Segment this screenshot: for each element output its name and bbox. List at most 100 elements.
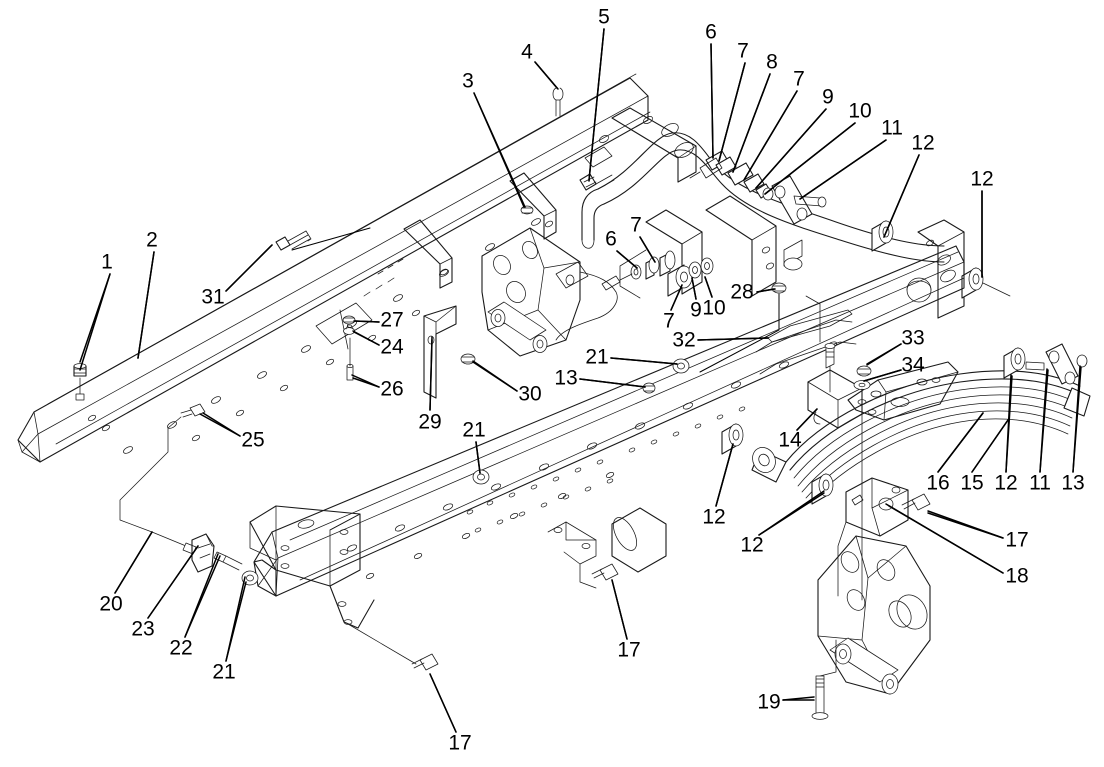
- axle-housing-body: [619, 195, 803, 299]
- leader-line-17: [927, 512, 1004, 539]
- leader-line-9: [755, 108, 827, 189]
- callout-27: 27: [380, 308, 404, 332]
- leader-line-5: [588, 28, 605, 182]
- part-21-washers: [225, 357, 690, 662]
- callout-1: 1: [101, 250, 113, 274]
- leader-line-11: [799, 139, 887, 200]
- callout-24: 24: [380, 335, 404, 359]
- leader-line-14: [796, 408, 818, 431]
- leader-line-22: [184, 553, 219, 638]
- callout-5: 5: [598, 5, 610, 29]
- leader-line-6: [616, 250, 638, 269]
- callout-16: 16: [926, 471, 950, 495]
- leader-line-24: [352, 330, 380, 346]
- callout-22: 22: [169, 636, 193, 660]
- callout-7: 7: [630, 213, 642, 237]
- part-12-bushings-spring: [715, 347, 1026, 536]
- callout-29: 29: [418, 410, 442, 434]
- callout-25: 25: [241, 428, 265, 452]
- leader-line-34: [863, 369, 902, 382]
- part-29-bracket: [423, 305, 457, 411]
- callout-31: 31: [201, 285, 225, 309]
- leader-line-4: [534, 61, 559, 90]
- callout-13: 13: [1061, 471, 1085, 495]
- leader-line-25: [199, 413, 241, 437]
- callout-13: 13: [554, 366, 578, 390]
- leader-line-33: [866, 343, 902, 365]
- callout-6: 6: [705, 20, 717, 44]
- leader-line-27: [353, 320, 380, 323]
- leader-line-17: [429, 673, 457, 733]
- leader-line-12: [883, 154, 920, 238]
- callout-23: 23: [131, 617, 155, 641]
- part-17-bolt-lower-left: [347, 623, 457, 733]
- leader-line-7: [639, 236, 656, 263]
- callout-12: 12: [994, 471, 1018, 495]
- leader-line-10: [704, 276, 713, 298]
- center-cylinder-shock: [547, 507, 667, 640]
- leader-line-21: [225, 576, 246, 662]
- leader-line-21: [475, 441, 481, 474]
- leader-line-26: [351, 374, 380, 388]
- leader-line-9: [691, 277, 697, 300]
- callout-6: 6: [605, 227, 617, 251]
- leader-line-7: [670, 284, 683, 311]
- callout-17: 17: [617, 638, 641, 662]
- part-19-long-bolt: [782, 639, 837, 720]
- callout-12: 12: [970, 167, 994, 191]
- leader-line-2: [137, 251, 155, 359]
- part-25-fitting: [119, 403, 241, 533]
- part-12-bushing-right: [961, 190, 1011, 299]
- leader-line-12: [715, 443, 734, 507]
- lower-rail-left-endcap: [249, 505, 375, 629]
- callout-9: 9: [822, 85, 834, 109]
- callout-11: 11: [881, 116, 903, 140]
- leader-line-18: [885, 503, 1004, 574]
- callout-7: 7: [793, 67, 805, 91]
- part-5-bolt: [579, 28, 615, 191]
- callout-4: 4: [521, 40, 533, 64]
- parts-6-7-left-bushings: [601, 236, 676, 291]
- callout-26: 26: [380, 377, 404, 401]
- callout-11: 11: [1029, 471, 1051, 495]
- leader-line-3: [473, 92, 526, 208]
- callout-17: 17: [448, 731, 472, 755]
- part-4-cotter-pin: [534, 61, 564, 117]
- callout-34: 34: [901, 353, 925, 377]
- callout-12: 12: [911, 131, 935, 155]
- callout-19: 19: [757, 690, 781, 714]
- upper-left-frame-rail: [17, 73, 651, 463]
- leader-line-19: [782, 696, 815, 701]
- leader-line-1: [79, 273, 111, 371]
- leader-line-20: [114, 531, 153, 594]
- callout-8: 8: [766, 50, 778, 74]
- leader-line-13: [579, 378, 646, 388]
- callout-21: 21: [585, 345, 609, 369]
- leader-line-30: [472, 360, 518, 392]
- callout-12: 12: [740, 533, 764, 557]
- part-12-bushing-upper: [871, 154, 920, 252]
- leader-line-16: [937, 412, 984, 473]
- callout-2: 2: [146, 228, 158, 252]
- leader-line-29: [429, 336, 433, 411]
- leader-line-6: [710, 43, 714, 159]
- leaf-spring-assembly: [751, 370, 1091, 504]
- callout-21: 21: [212, 660, 236, 684]
- callout-3: 3: [462, 69, 474, 93]
- callout-15: 15: [960, 471, 984, 495]
- leader-line-21: [610, 357, 678, 365]
- callout-12: 12: [702, 505, 726, 529]
- leader-line-31: [225, 244, 273, 292]
- leader-line-8: [732, 73, 771, 173]
- callout-20: 20: [99, 592, 123, 616]
- callout-28: 28: [730, 280, 754, 304]
- leader-line-7: [743, 90, 798, 181]
- leader-line-13: [1072, 365, 1081, 473]
- rear-knuckle-casting: [817, 449, 931, 695]
- callout-9: 9: [690, 298, 702, 322]
- leader-line-12: [758, 492, 825, 536]
- steering-knuckle-left: [481, 227, 618, 357]
- callout-21: 21: [462, 418, 486, 442]
